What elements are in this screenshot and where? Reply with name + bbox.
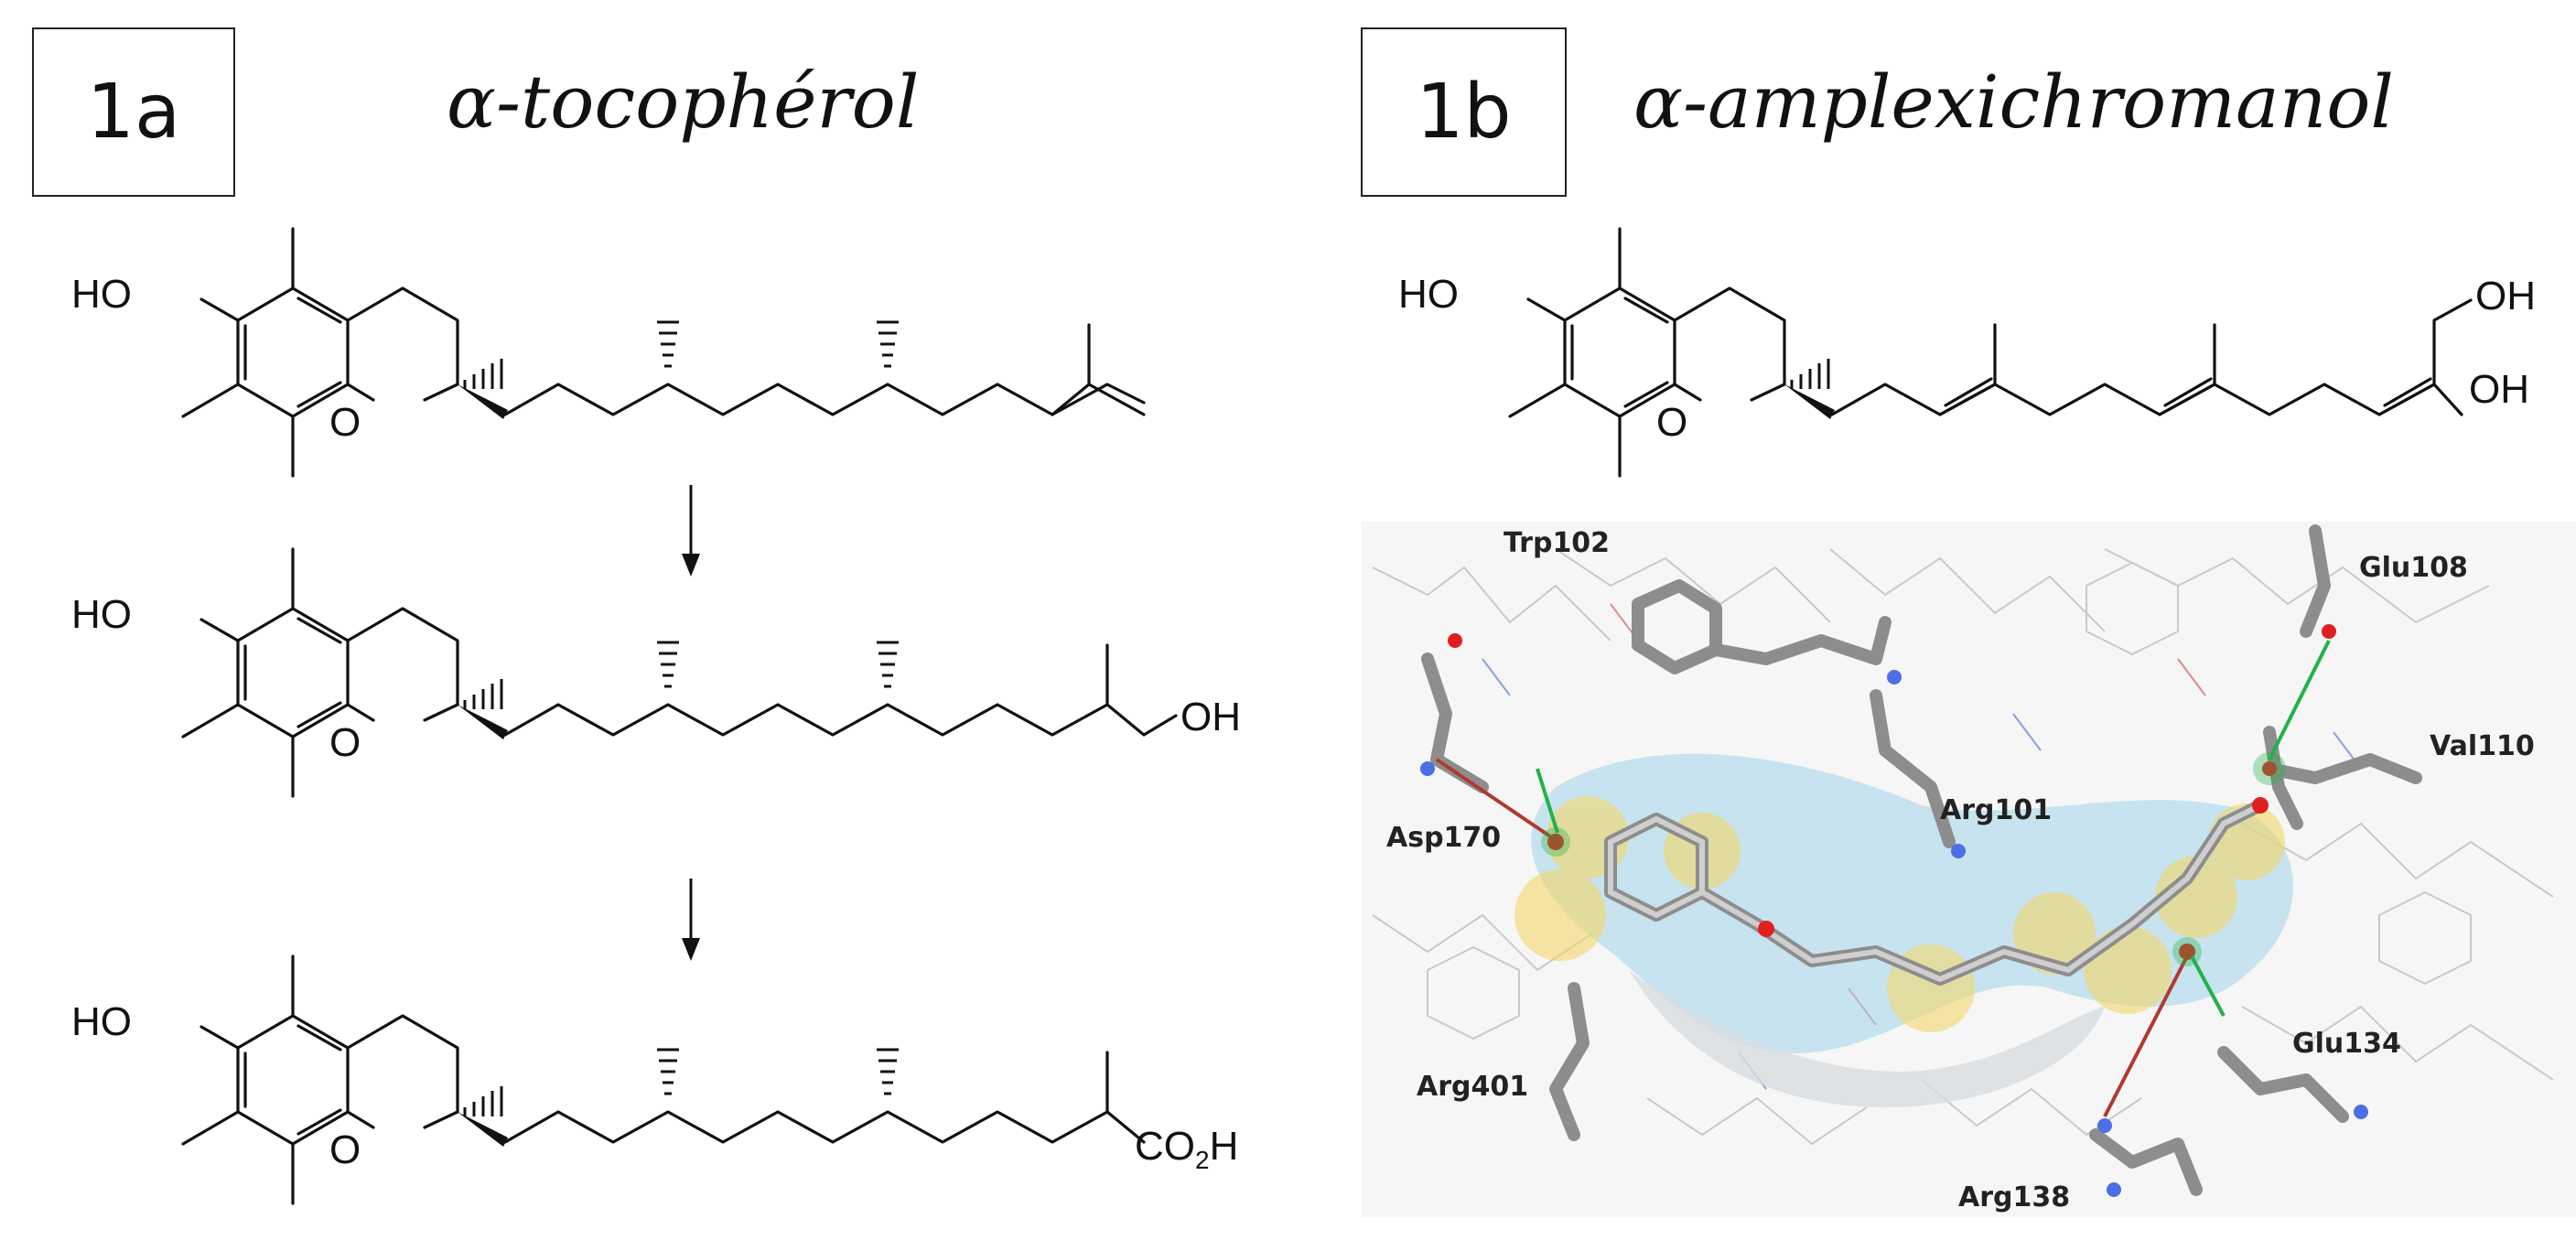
carboxy-metabolite-structure: HO O CO2H [71,954,1238,1205]
hydroxy-metabolite-structure: HO O OH [71,547,1241,798]
atom-ho: HO [1398,272,1459,317]
atom-co2h: CO2H [1135,1124,1238,1174]
residue-label-glu134: Glu134 [2292,1028,2401,1060]
docking-render: Trp102 Glu108 Val110 Asp170 Arg101 Glu13… [1362,522,2576,1217]
amplexichromanol-structure: HO O OH OH [1398,227,2536,478]
panel-label-1a: 1a [32,27,235,197]
residue-label-asp170: Asp170 [1386,822,1501,854]
residue-label-arg138: Arg138 [1958,1181,2070,1213]
atom-oh-bottom: OH [2469,367,2529,412]
residue-label-arg101: Arg101 [1940,794,2052,826]
atom-o: O [1656,400,1687,445]
residue-label-val110: Val110 [2430,730,2535,762]
arrow-down-2 [682,879,700,961]
panel-title-1a: α-tocophérol [447,59,920,145]
atom-oh: OH [1180,695,1241,739]
atom-o: O [329,1127,361,1172]
atom-ho: HO [71,272,132,317]
arrow-down-1 [682,485,700,577]
atom-o: O [329,720,361,765]
residue-label-trp102: Trp102 [1504,527,1610,559]
atom-oh-top: OH [2475,274,2536,318]
atom-o: O [329,400,361,445]
residue-label-glu108: Glu108 [2359,552,2468,584]
residue-label-arg401: Arg401 [1417,1071,1528,1103]
panel-label-1b: 1b [1361,27,1567,197]
atom-ho: HO [71,592,132,637]
panel-title-1b: α-amplexichromanol [1633,59,2395,145]
atom-ho: HO [71,999,132,1044]
tocopherol-structure: HO O [71,227,1146,478]
